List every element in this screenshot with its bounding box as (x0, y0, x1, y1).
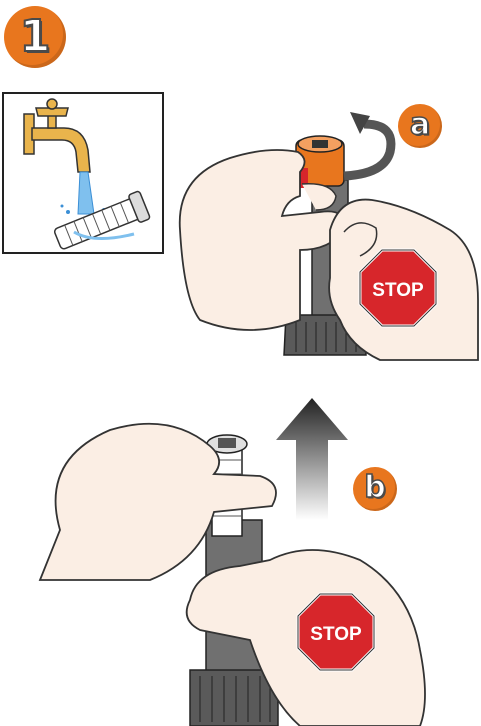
substep-b-letter: b (364, 473, 385, 503)
substep-a-badge: a (398, 104, 442, 148)
pull-up-arrow-icon (276, 398, 348, 520)
stop-label-bottom: STOP (310, 624, 362, 645)
stop-label-top: STOP (372, 280, 424, 301)
substep-a-letter: a (410, 110, 430, 140)
substep-b-badge: b (353, 467, 397, 511)
